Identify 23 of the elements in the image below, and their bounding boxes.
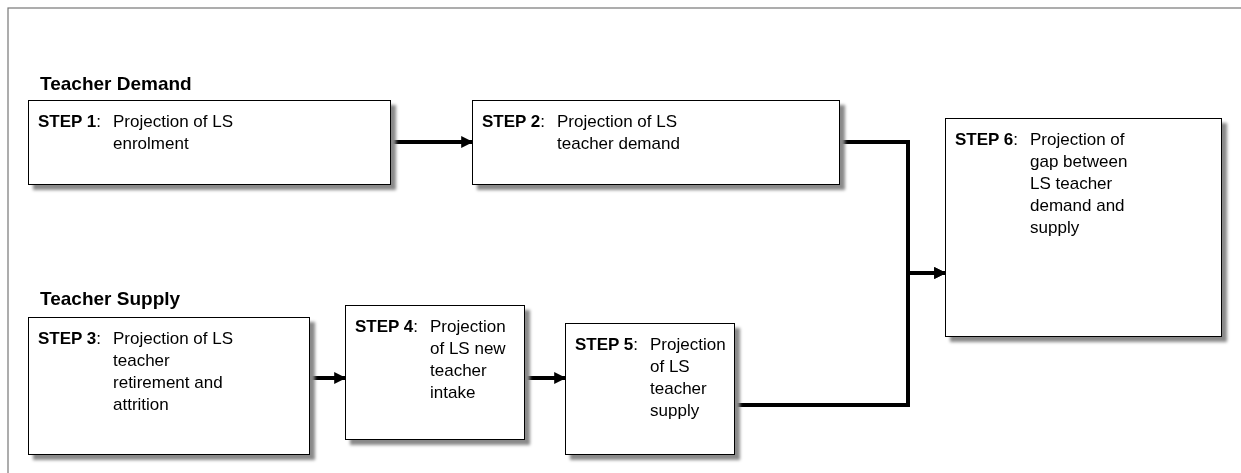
process-box	[28, 317, 310, 455]
step-label: STEP 1:	[38, 111, 101, 133]
step-description: Projection of LS new teacher intake	[430, 316, 507, 405]
process-box	[472, 100, 840, 185]
process-box	[28, 100, 391, 185]
step-description: Projection of LS teacher supply	[650, 334, 727, 423]
step-label: STEP 4:	[355, 316, 418, 338]
process-box	[565, 323, 735, 455]
step-description: Projection of LS teacher retirement and attrition	[113, 328, 233, 417]
process-box	[345, 305, 525, 440]
arrow	[391, 136, 474, 148]
step-description: Projection of gap between LS teacher demand and supply	[1030, 129, 1129, 240]
arrow	[310, 372, 347, 384]
step-label: STEP 2:	[482, 111, 545, 133]
step-description: Projection of LS teacher demand	[557, 111, 681, 156]
step-label: STEP 3:	[38, 328, 101, 350]
process-box	[945, 118, 1222, 337]
section-heading: Teacher Supply	[40, 288, 181, 310]
step-label: STEP 5:	[575, 334, 638, 356]
step-label: STEP 6:	[955, 129, 1018, 151]
arrow	[525, 372, 567, 384]
section-heading: Teacher Demand	[40, 73, 192, 95]
step-description: Projection of LS enrolment	[113, 111, 235, 156]
